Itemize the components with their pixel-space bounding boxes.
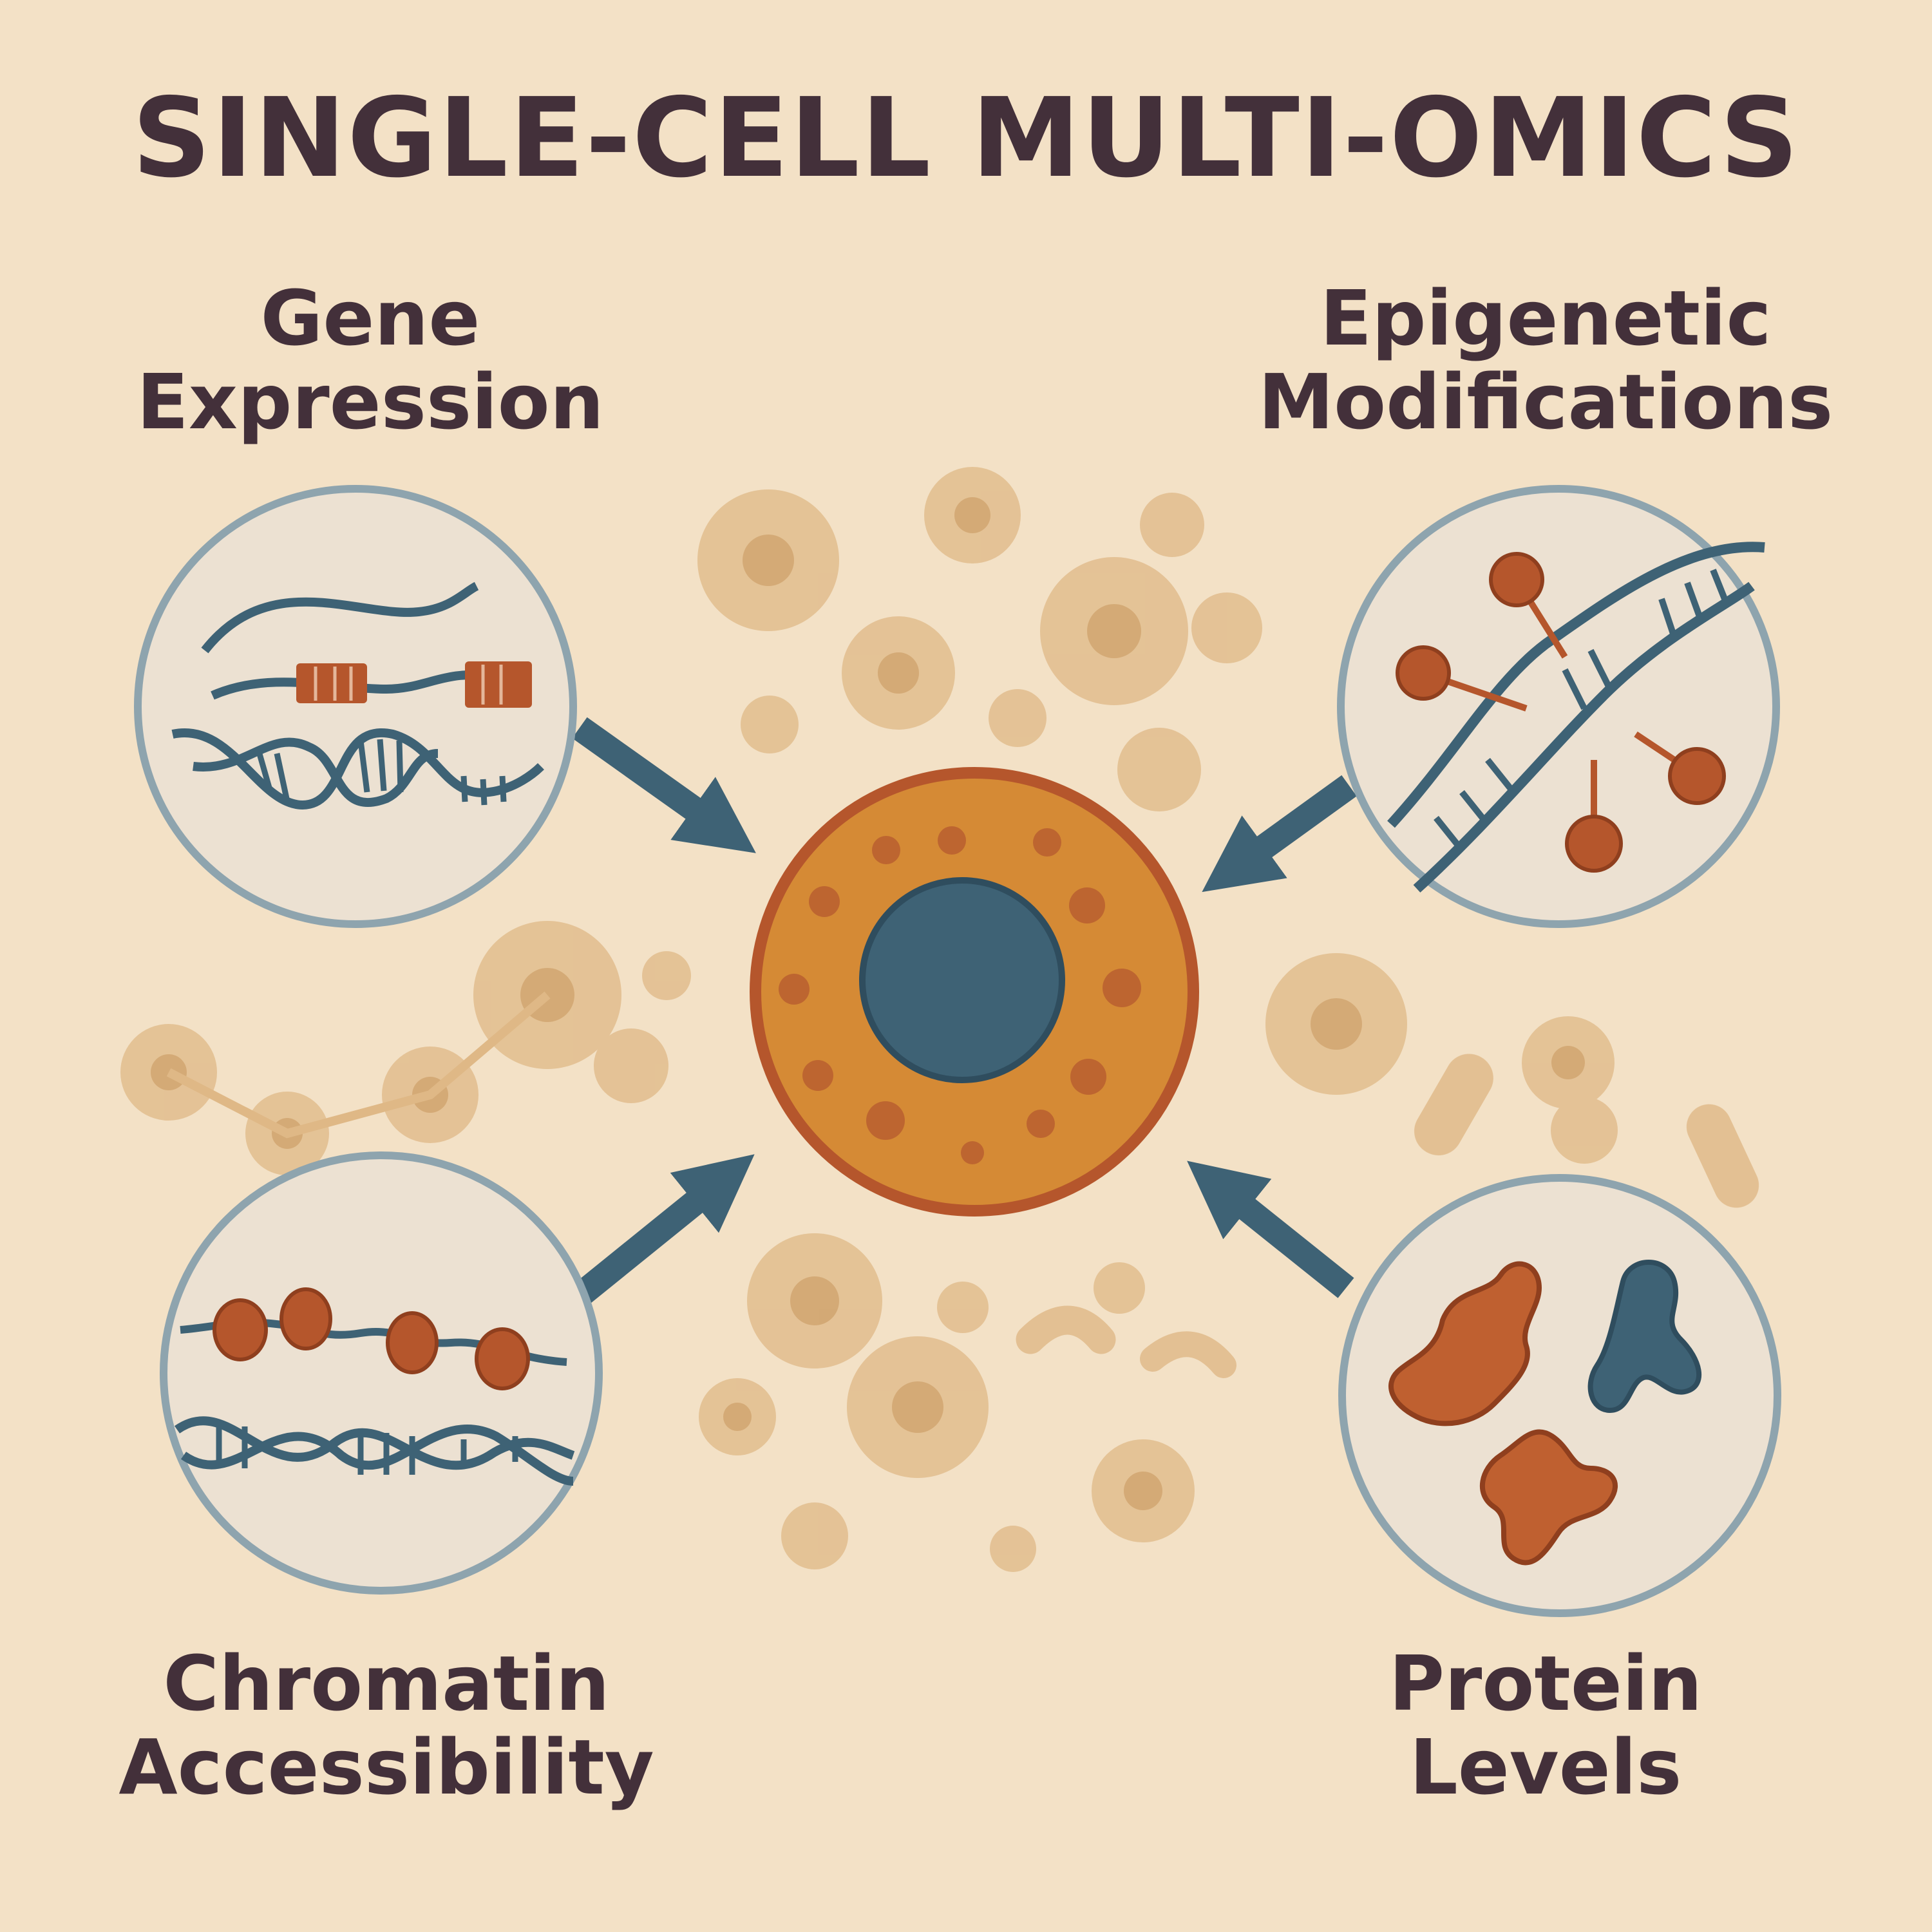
page-title: SINGLE-CELL MULTI-OMICS [132, 75, 1800, 202]
protein-shape-2 [1587, 1260, 1701, 1414]
label-line: Gene [260, 274, 480, 363]
label-line: Accessibility [118, 1722, 654, 1812]
label-line: Chromatin [163, 1639, 610, 1728]
protein-shape-1 [1388, 1261, 1542, 1426]
arrow-chrom-to-cell [565, 1154, 755, 1311]
panel-gene-expression [134, 485, 577, 928]
label-chromatin-accessibility: Chromatin Accessibility [64, 1642, 708, 1810]
protein-shape-3 [1480, 1429, 1618, 1566]
label-line: Epigenetic [1320, 274, 1772, 363]
label-gene-expression: Gene Expression [48, 274, 692, 446]
central-cell [750, 767, 1199, 1217]
background-rods [1016, 1054, 1759, 1378]
panel-epigenetic-modifications [1337, 485, 1780, 928]
label-line: Protein [1388, 1639, 1703, 1728]
panel-protein-levels [1338, 1174, 1781, 1617]
label-protein-levels: Protein Levels [1224, 1642, 1868, 1810]
panel-chromatin-accessibility [160, 1151, 603, 1595]
label-line: Expression [137, 357, 604, 446]
arrow-gene-to-cell [572, 717, 756, 853]
nucleus [859, 877, 1065, 1083]
cell-chain-line [166, 991, 551, 1139]
label-epigenetic-modifications: Epigenetic Modifications [1224, 274, 1868, 446]
arrows [565, 717, 1357, 1311]
background-cell-nuclei [151, 497, 1585, 1510]
arrow-epi-to-cell [1202, 775, 1357, 893]
label-line: Modifications [1258, 357, 1833, 446]
arrow-prot-to-cell [1187, 1160, 1354, 1298]
organelles [779, 826, 1141, 1164]
label-line: Levels [1409, 1722, 1682, 1812]
